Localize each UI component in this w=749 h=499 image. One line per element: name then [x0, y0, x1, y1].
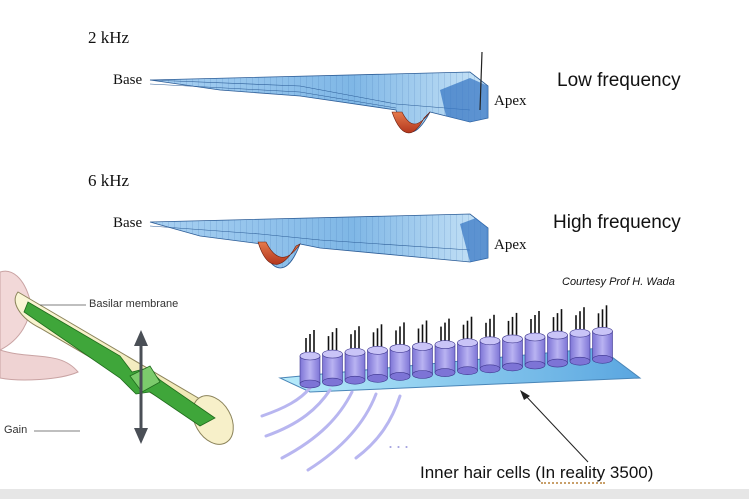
- hair-cell-top: [412, 342, 433, 351]
- hair-cell: [299, 330, 321, 389]
- hair-cell-top: [389, 344, 411, 353]
- basilar-membrane-label: Basilar membrane: [89, 298, 179, 310]
- hair-cell-base: [344, 375, 366, 385]
- hair-cells-caption-prefix: Inner hair cells (: [420, 463, 541, 482]
- hair-cell: [479, 314, 501, 374]
- hair-cell-base: [547, 358, 568, 368]
- hair-cell-base: [502, 362, 523, 372]
- hair-cell: [344, 326, 366, 385]
- hair-cell-top: [367, 345, 388, 355]
- hair-cells-diagram: [260, 305, 642, 472]
- frequency-label-top: 2 kHz: [88, 28, 130, 47]
- neural-fibres: [260, 386, 402, 472]
- hair-cells-caption-underlined: In reality: [540, 463, 606, 484]
- hair-cell-base: [412, 370, 433, 379]
- hair-cell-base: [389, 372, 411, 381]
- hair-cell-base: [322, 377, 343, 387]
- hair-cell: [547, 309, 568, 368]
- hair-cell-top: [479, 336, 501, 346]
- hair-cell-base: [434, 368, 456, 377]
- hair-cell: [322, 328, 343, 387]
- high-frequency-label: High frequency: [553, 212, 681, 233]
- membrane-surface-2khz: [149, 51, 489, 134]
- hair-cell-top: [502, 334, 523, 344]
- hair-cell: [434, 318, 456, 377]
- hair-cell: [367, 324, 388, 383]
- hair-cell: [502, 312, 523, 372]
- apex-label-bottom: Apex: [494, 237, 527, 253]
- hair-cell: [592, 305, 613, 364]
- hair-cell: [389, 322, 411, 381]
- hair-cell-top: [322, 349, 343, 359]
- hair-cell-base: [457, 366, 478, 376]
- apex-label-top: Apex: [494, 93, 527, 109]
- hair-cell-top: [299, 351, 321, 361]
- hair-cell-top: [547, 330, 568, 340]
- hair-cell: [524, 311, 546, 370]
- membrane-surface-6khz: [149, 213, 489, 269]
- gain-label: Gain: [4, 424, 28, 436]
- low-frequency-label: Low frequency: [557, 70, 681, 91]
- hair-cell-top: [344, 347, 366, 357]
- hair-cell-base: [524, 360, 546, 370]
- base-label-top: Base: [113, 72, 143, 88]
- hair-cell-base: [299, 379, 321, 389]
- footer-bar: [0, 489, 749, 499]
- frequency-label-bottom: 6 kHz: [88, 171, 130, 190]
- ellipsis-more-cells: ...: [388, 432, 413, 452]
- hair-cell: [457, 316, 478, 376]
- hair-cell: [412, 320, 433, 379]
- hair-cell-top: [569, 328, 591, 338]
- hair-cells-caption-suffix: 3500): [605, 463, 654, 482]
- cochlea-tube-model: [0, 270, 234, 445]
- hair-cell-base: [592, 354, 613, 364]
- hair-cell-base: [479, 364, 501, 374]
- hair-cell-top: [434, 340, 456, 349]
- hair-cell-row: [299, 305, 613, 389]
- hair-cells-caption: Inner hair cells (In reality 3500): [420, 463, 654, 484]
- courtesy-credit: Courtesy Prof H. Wada: [562, 276, 675, 288]
- hair-cell-top: [592, 326, 613, 336]
- hair-cell-top: [457, 338, 478, 348]
- hair-cell-base: [569, 356, 591, 366]
- hair-cell-top: [524, 332, 546, 342]
- hair-cell: [569, 307, 591, 366]
- base-label-bottom: Base: [113, 215, 143, 231]
- hair-cell-base: [367, 373, 388, 383]
